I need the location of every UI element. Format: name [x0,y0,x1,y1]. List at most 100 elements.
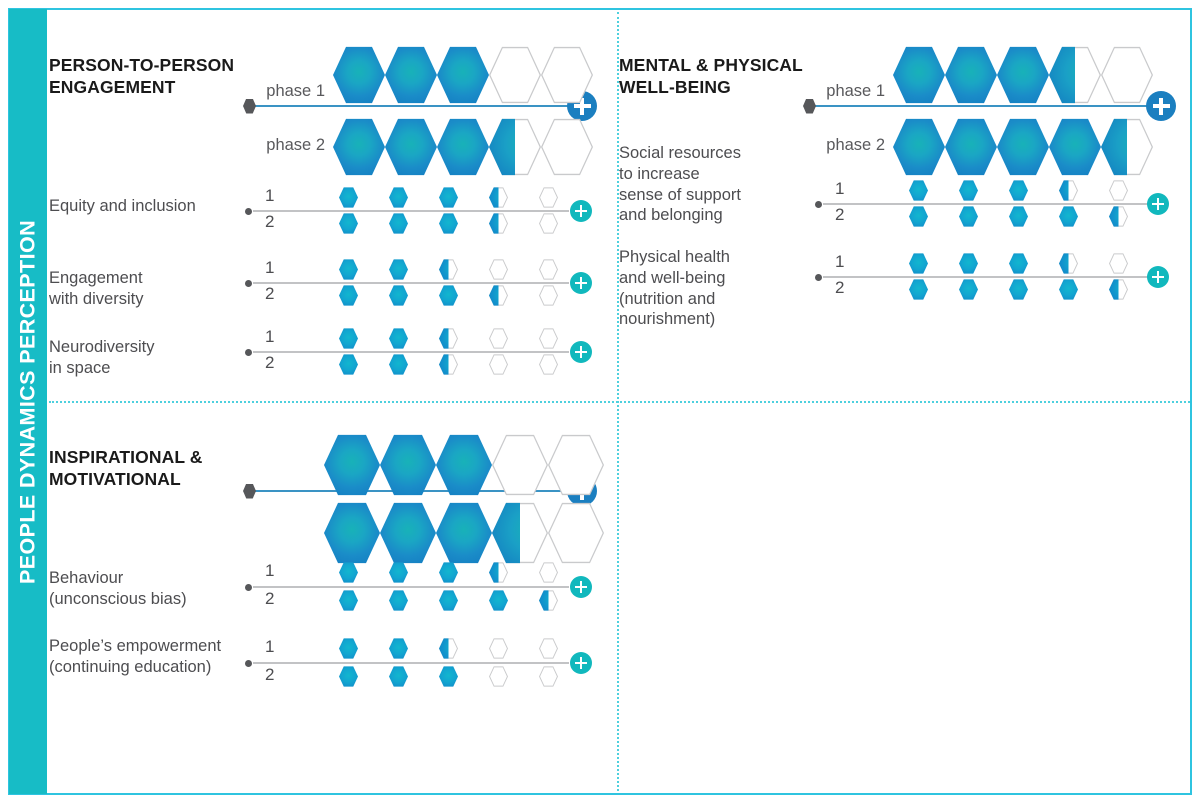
indicator-expand-plus-button[interactable] [570,272,592,294]
hexagon-fill [909,206,928,227]
hexagon-full-1 [324,502,380,564]
hexagon-fill [324,434,380,496]
hexagon-empty-5 [539,666,558,687]
indicator-row-number-1: 1 [835,179,845,198]
hexagon-half-4 [1059,253,1078,274]
hexagon-full-3 [436,434,492,496]
indicator-axis-start-dot [815,200,822,208]
hexagon-full-2 [959,279,978,300]
indicator-row-number-2: 2 [835,205,845,224]
hexagon-fill [389,666,408,687]
hexagon-full-1 [333,118,385,176]
hexagon-empty-5 [539,285,558,306]
hexagon-full-3 [439,285,458,306]
indicator-expand-plus-button[interactable] [1147,266,1169,288]
hexagon-fill [945,46,997,104]
hexagon-empty-4 [489,666,508,687]
indicator-row-number-2: 2 [265,665,275,684]
hexagon-full-1 [893,46,945,104]
hexagon-scale-row [333,118,593,176]
hexagon-full-2 [380,434,436,496]
hexagon-full-3 [997,118,1049,176]
plus-bar-vertical [579,581,583,593]
plus-bar-vertical [579,277,583,289]
indicator-expand-plus-button[interactable] [570,341,592,363]
hexagon-fill [339,285,358,306]
hexagon-empty-5 [539,328,558,349]
indicator-axis-line [253,662,569,664]
hexagon-fill [959,253,978,274]
hexagon-empty-4 [489,328,508,349]
hexagon-outline [1101,46,1153,104]
hexagon-fill [389,590,408,611]
hexagon-outline [489,638,508,659]
indicator-label: Physical health and well-being (nutritio… [619,248,730,329]
hexagon-full-2 [389,562,408,583]
hexagon-fill-half [439,259,449,280]
hexagon-full-1 [893,118,945,176]
indicator-expand-plus-button[interactable] [1147,193,1169,215]
indicator-axis-start-dot [245,659,252,667]
hexagon-fill [959,180,978,201]
indicator-expand-plus-button[interactable] [570,576,592,598]
hexagon-fill-half [439,328,449,349]
hexagon-full-4 [1049,118,1101,176]
indicator-row-number-1: 1 [265,258,275,277]
hexagon-fill [1009,180,1028,201]
hexagon-scale-row [339,259,558,280]
hexagon-empty-5 [539,259,558,280]
hexagon-fill [436,434,492,496]
hexagon-empty-5 [541,118,593,176]
main-axis-start-dot [243,483,256,499]
hexagon-full-1 [333,46,385,104]
hexagon-scale-row [909,253,1128,274]
hexagon-outline [541,118,593,176]
sidebar-label: PEOPLE DYNAMICS PERCEPTION [15,219,40,584]
hexagon-outline [1109,253,1128,274]
hexagon-scale-row [339,187,558,208]
hexagon-empty-4 [492,434,548,496]
hexagon-fill [389,354,408,375]
hexagon-fill [324,502,380,564]
indicator-expand-plus-button[interactable] [570,200,592,222]
main-axis-start-dot [803,98,816,114]
hexagon-fill [389,259,408,280]
hexagon-outline [492,434,548,496]
hexagon-outline [539,562,558,583]
indicator-label: Behaviour (unconscious bias) [49,569,187,608]
hexagon-scale-row [339,328,558,349]
hexagon-full-1 [339,213,358,234]
hexagon-fill [997,46,1049,104]
hexagon-outline [539,285,558,306]
plus-bar-vertical [579,205,583,217]
indicator-axis-start-dot [245,348,252,356]
hexagon-scale-row [339,285,558,306]
main-expand-plus-button[interactable] [1146,91,1176,121]
hexagon-fill [389,562,408,583]
hexagon-full-2 [380,502,436,564]
hexagon-fill [339,259,358,280]
hexagon-full-3 [439,562,458,583]
hexagon-fill [339,328,358,349]
hexagon-empty-5 [541,46,593,104]
hexagon-fill [893,118,945,176]
hexagon-outline [539,213,558,234]
hexagon-full-2 [945,118,997,176]
hexagon-fill [389,328,408,349]
hexagon-empty-5 [1109,180,1128,201]
hexagon-full-3 [439,187,458,208]
hexagon-fill [1009,253,1028,274]
hexagon-full-2 [959,206,978,227]
sidebar-banner: PEOPLE DYNAMICS PERCEPTION [9,9,47,794]
indicator-axis-start-dot [245,207,252,215]
hexagon-outline [489,666,508,687]
indicator-axis-start-dot [815,273,822,281]
hexagon-fill-half [439,354,449,375]
hexagon-full-2 [389,285,408,306]
hexagon-scale-row [339,666,558,687]
hexagon-full-1 [339,562,358,583]
indicator-expand-plus-button[interactable] [570,652,592,674]
hexagon-scale-row [324,434,604,496]
hexagon-outline [539,259,558,280]
hexagon-full-4 [1059,206,1078,227]
